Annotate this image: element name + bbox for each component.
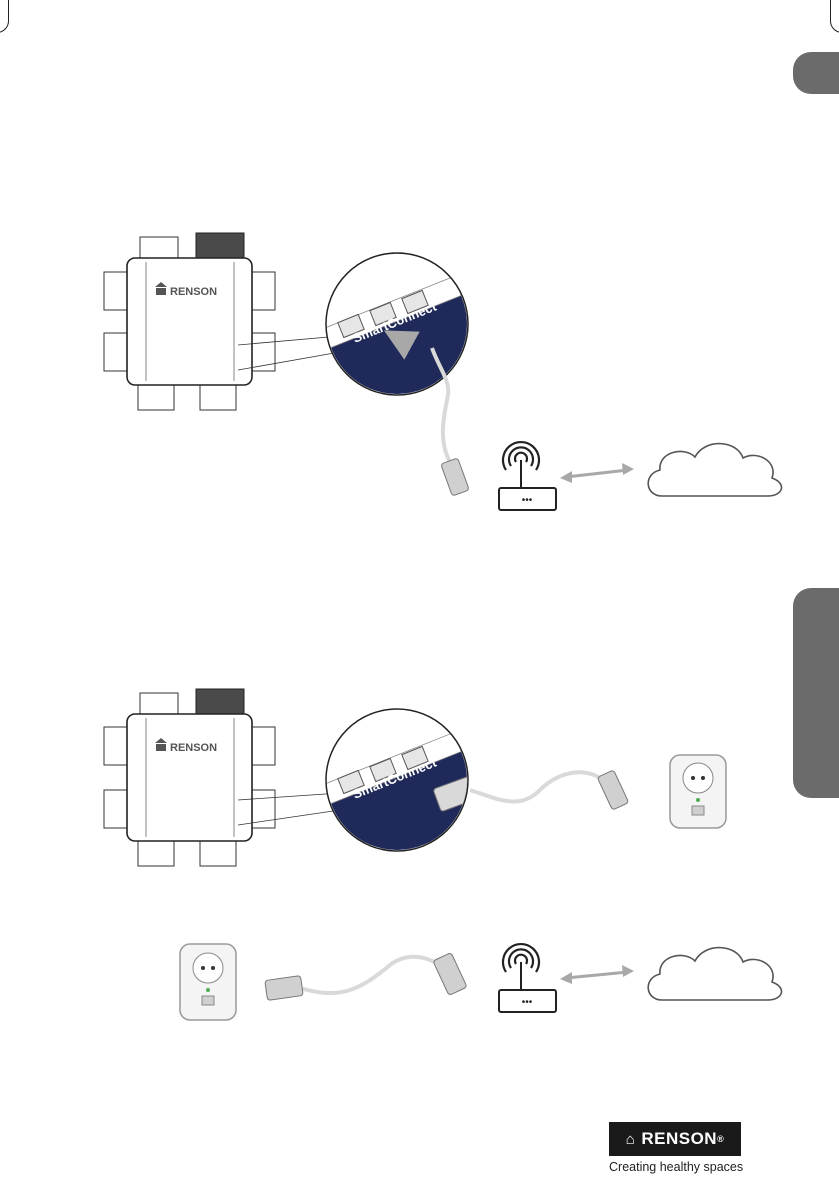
renson-logo-icon: ⌂	[626, 1131, 636, 1148]
brand-footer: ⌂ RENSON ® Creating healthy spaces	[609, 1122, 741, 1174]
diagram-powerline-connection: RENSON SmartConnect	[0, 680, 839, 880]
brand-tagline: Creating healthy spaces	[609, 1160, 741, 1174]
ethernet-plug-icon	[265, 976, 303, 1001]
smartconnect-magnifier: SmartConnect	[320, 709, 477, 876]
cloud-icon	[648, 444, 781, 496]
diagram-direct-connection: RENSON SmartConnect •••	[0, 225, 839, 525]
brand-name: RENSON	[641, 1129, 717, 1149]
diagram-powerline-router: •••	[0, 935, 839, 1025]
ethernet-plug-icon	[597, 770, 629, 810]
ethernet-plug-icon	[441, 458, 470, 496]
wifi-router-icon: •••	[499, 442, 556, 510]
brand-registered: ®	[717, 1134, 724, 1144]
powerline-adapter-icon	[180, 944, 236, 1020]
crop-mark-top-left	[0, 0, 9, 33]
unit-brand-label: RENSON	[170, 742, 217, 754]
ethernet-plug-icon	[433, 953, 467, 996]
crop-mark-top-right	[830, 0, 839, 33]
cloud-icon	[648, 948, 781, 1000]
wifi-router-icon: •••	[499, 944, 556, 1012]
renson-logo: ⌂ RENSON ®	[609, 1122, 741, 1156]
router-indicator: •••	[522, 495, 533, 506]
ventilation-unit: RENSON	[104, 689, 275, 866]
ventilation-unit: RENSON	[104, 233, 275, 410]
powerline-adapter-icon	[670, 755, 726, 828]
router-indicator: •••	[522, 997, 533, 1008]
double-arrow-icon	[560, 463, 634, 483]
side-tab-top	[793, 52, 839, 94]
double-arrow-icon	[560, 965, 634, 984]
unit-brand-label: RENSON	[170, 286, 217, 298]
